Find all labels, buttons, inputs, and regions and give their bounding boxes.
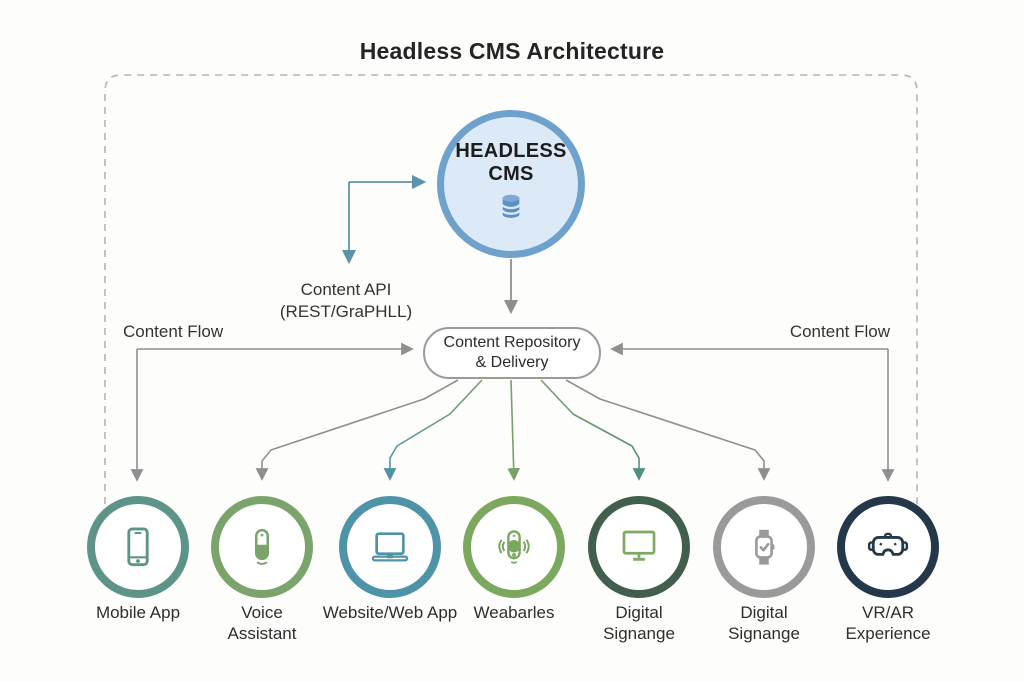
page-title: Headless CMS Architecture xyxy=(359,38,665,64)
device-label-vr-ar: VR/AR Experience xyxy=(845,603,931,643)
cms-label-line1: HEADLESS xyxy=(455,140,567,162)
smartphone-icon xyxy=(127,527,149,567)
database-icon xyxy=(501,194,521,218)
content-api-label: Content API (REST/GraPHLL) xyxy=(246,279,446,323)
repo-to-website-arrow xyxy=(383,379,483,481)
laptop-icon xyxy=(371,532,409,562)
content-flow-label-left: Content Flow xyxy=(123,322,224,341)
content-repository-node: Content Repository & Delivery xyxy=(423,327,601,379)
smartwatch-icon xyxy=(755,529,775,565)
repo-to-wearables-arrow xyxy=(507,379,521,481)
vr-headset-icon xyxy=(867,532,909,556)
headless-cms-node: HEADLESS CMS xyxy=(437,110,585,258)
device-label-voice-assistant: Voice Assistant xyxy=(227,603,297,643)
device-node-voice-assistant xyxy=(211,496,313,598)
content-flow-label-right: Content Flow xyxy=(789,322,890,341)
repo-to-voice-arrow xyxy=(255,379,459,481)
device-node-wearables xyxy=(463,496,565,598)
device-label-digital-signage: Digital Signange xyxy=(603,603,675,643)
repository-line2: & Delivery xyxy=(475,354,549,371)
device-label-website: Website/Web App xyxy=(322,603,458,622)
repo-to-signage-arrow xyxy=(540,379,646,481)
device-node-digital-signage xyxy=(588,496,690,598)
device-node-vr-ar xyxy=(837,496,939,598)
device-node-website xyxy=(339,496,441,598)
content-api-line2: (REST/GraPHLL) xyxy=(279,302,413,321)
device-label-smartwatch-signage: Digital Signange xyxy=(728,603,800,643)
device-label-wearables: Weabarles xyxy=(473,603,555,622)
wearable-icon xyxy=(498,530,530,564)
repository-line1: Content Repository xyxy=(443,334,581,351)
repo-to-watch-arrow xyxy=(565,379,771,481)
content-api-line1: Content API xyxy=(300,280,392,299)
device-node-mobile-app xyxy=(87,496,189,598)
monitor-icon xyxy=(622,530,656,561)
cms-label-line2: CMS xyxy=(488,163,534,185)
smart-speaker-icon xyxy=(255,528,269,565)
device-label-mobile-app: Mobile App xyxy=(95,603,181,622)
device-node-smartwatch-signage xyxy=(713,496,815,598)
